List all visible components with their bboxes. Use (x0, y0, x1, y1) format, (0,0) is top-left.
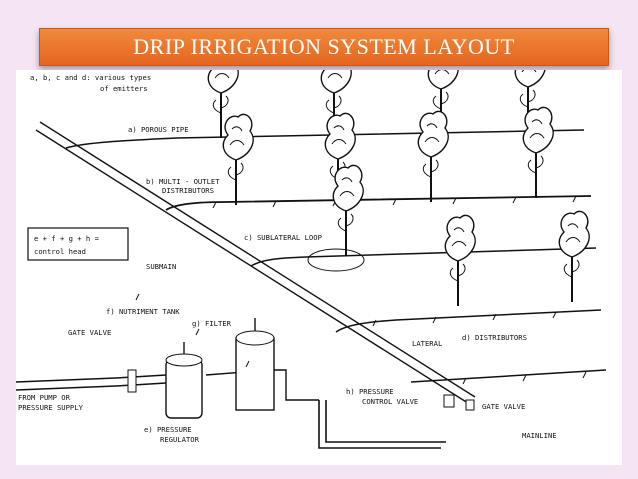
gate-valve-left-icon (127, 369, 137, 393)
label-filter: g) FILTER (192, 319, 232, 328)
pressure-control-valve-icon (443, 394, 455, 408)
diagram-figure: e + f + g + h = control head a, b, c and… (16, 70, 622, 465)
control-head-text: control head (34, 247, 86, 256)
tree-icon (444, 214, 477, 307)
label-gate-valve: GATE VALVE (68, 328, 111, 337)
emitter-note: of emitters (100, 84, 148, 93)
emitter-note: a, b, c and d: various types (30, 73, 151, 82)
label-submain: SUBMAIN (146, 262, 176, 271)
multi-outlet-lateral (165, 195, 592, 211)
label-multi-outlet: b) MULTI - OUTLET (146, 177, 220, 186)
label-lateral: LATERAL (412, 339, 442, 348)
label-regulator: REGULATOR (160, 435, 200, 444)
control-head-text: e + f + g + h = (34, 234, 100, 243)
filter-icon (235, 318, 275, 411)
label-pressure-supply: PRESSURE SUPPLY (18, 403, 84, 412)
title-bar: DRIP IRRIGATION SYSTEM LAYOUT (39, 28, 609, 66)
label-pressure-control: h) PRESSURE (346, 387, 394, 396)
label-sublateral-loop: c) SUBLATERAL LOOP (244, 233, 322, 242)
label-distributors-d: d) DISTRIBUTORS (462, 333, 527, 342)
label-control-valve: CONTROL VALVE (362, 397, 418, 406)
label-porous-pipe: a) POROUS PIPE (128, 125, 189, 134)
sublateral-loop (307, 248, 365, 272)
label-mainline: MAINLINE (522, 431, 557, 440)
mainline-pipe (318, 400, 446, 449)
tree-icon (522, 106, 555, 199)
tree-icon (222, 113, 255, 206)
sublateral-line (250, 247, 597, 267)
submain-pipe (35, 121, 476, 406)
irrigation-diagram: e + f + g + h = control head a, b, c and… (16, 70, 607, 449)
label-nutriment-tank: f) NUTRIMENT TANK (106, 307, 180, 316)
gate-valve-right-icon (465, 399, 475, 411)
tree-icon (332, 164, 365, 257)
emitter-ticks (135, 195, 587, 385)
supply-pipe (16, 374, 167, 391)
tree-icon (417, 110, 450, 203)
label-distributors: DISTRIBUTORS (162, 186, 214, 195)
distributors-lateral (335, 309, 602, 333)
tree-icon (558, 210, 591, 303)
slide-title: DRIP IRRIGATION SYSTEM LAYOUT (133, 34, 515, 59)
label-from-pump: FROM PUMP OR (18, 393, 71, 402)
nutriment-tank-icon (165, 342, 203, 419)
label-pressure-regulator: e) PRESSURE (144, 425, 192, 434)
lower-lateral (410, 369, 607, 383)
label-gate-valve-right: GATE VALVE (482, 402, 525, 411)
porous-pipe (65, 129, 585, 149)
control-head-box (27, 227, 129, 261)
